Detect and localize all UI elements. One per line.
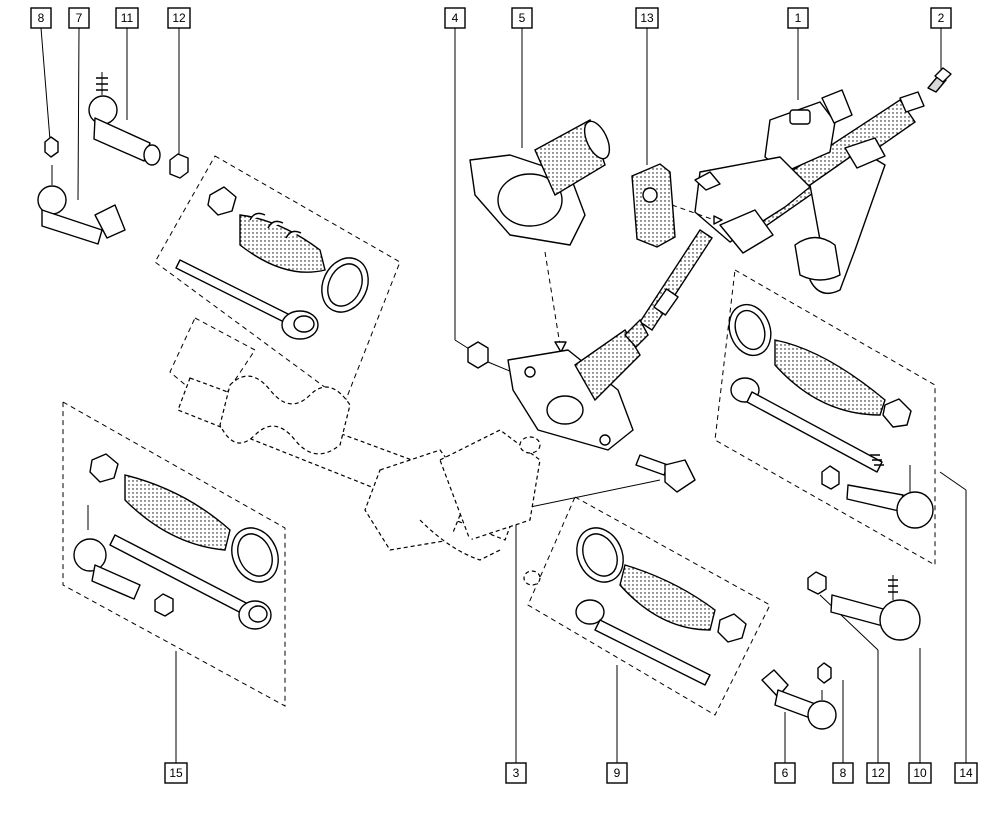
tie-rod-end-6 [761, 669, 837, 730]
callout-label: 12 [172, 11, 186, 25]
callouts: 8 7 11 12 4 5 13 1 [30, 7, 978, 784]
callout-10: 10 [908, 762, 932, 784]
callout-label: 13 [640, 11, 654, 25]
bracket-13 [631, 163, 723, 248]
callout-11: 11 [115, 7, 139, 29]
nut-8 [44, 136, 59, 158]
callout-label: 8 [840, 766, 847, 780]
callout-15: 15 [164, 762, 188, 784]
nut-4 [467, 341, 513, 373]
callout-label: 10 [913, 766, 927, 780]
nut-8b [817, 662, 832, 684]
callout-label: 12 [871, 766, 885, 780]
bolt-2 [927, 67, 952, 93]
steering-rack-ghost [177, 375, 541, 586]
callout-13: 13 [635, 7, 659, 29]
kit-outline-14 [714, 269, 936, 566]
callout-label: 3 [513, 766, 520, 780]
callout-label: 8 [38, 11, 45, 25]
callout-label: 1 [795, 11, 802, 25]
callout-6: 6 [774, 762, 796, 784]
kit-15-parts [73, 453, 279, 630]
callout-12: 12 [167, 7, 191, 29]
callout-7: 7 [68, 7, 90, 29]
kit-outline-9 [527, 496, 771, 716]
callout-3: 3 [505, 762, 527, 784]
steering-column [639, 89, 925, 331]
kit-top-left-parts [175, 186, 369, 340]
nut-12 [169, 153, 189, 179]
tie-rod-end-7 [37, 165, 126, 245]
leader-lines [40, 27, 967, 763]
callout-label: 2 [938, 11, 945, 25]
callout-5: 5 [511, 7, 533, 29]
kit-14-parts [728, 303, 934, 529]
adjuster-3 [635, 454, 696, 493]
kit-9-parts [575, 527, 747, 686]
callout-1: 1 [787, 7, 809, 29]
callout-12b: 12 [866, 762, 890, 784]
callout-label: 15 [169, 766, 183, 780]
nut-12b [807, 571, 827, 595]
callout-label: 9 [614, 766, 621, 780]
callout-label: 11 [121, 11, 134, 25]
callout-9: 9 [606, 762, 628, 784]
tie-rod-end-10 [830, 575, 921, 641]
callout-label: 14 [959, 766, 973, 780]
callout-label: 4 [452, 11, 459, 25]
callout-label: 7 [76, 11, 83, 25]
callout-4: 4 [444, 7, 466, 29]
callout-14: 14 [954, 762, 978, 784]
callout-8: 8 [30, 7, 52, 29]
housing-5 [469, 118, 611, 353]
tie-rod-end-11 [88, 72, 161, 166]
callout-2: 2 [930, 7, 952, 29]
kit-outline-rack-ghost [169, 317, 256, 411]
pinion-housing [507, 318, 649, 451]
callout-label: 6 [782, 766, 789, 780]
kit-outline-15 [62, 401, 286, 707]
callout-8b: 8 [832, 762, 854, 784]
callout-label: 5 [519, 11, 526, 25]
